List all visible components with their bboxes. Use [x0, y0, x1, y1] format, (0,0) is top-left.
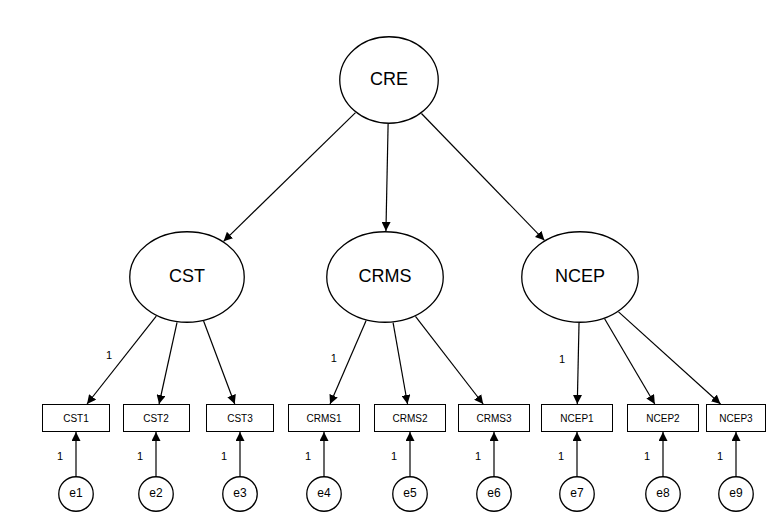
error-term: e5: [392, 476, 428, 512]
path-arrow: [323, 432, 324, 476]
node-label: CRMS1: [306, 413, 341, 424]
node-label: e6: [487, 487, 500, 500]
path-coefficient: 1: [105, 350, 113, 361]
indicator-box: CRMS1: [288, 404, 360, 432]
indicator-box: NCEP3: [706, 404, 766, 432]
latent-variable: CST: [129, 231, 245, 323]
node-label: NCEP3: [719, 413, 752, 424]
indicator-box: NCEP1: [541, 404, 613, 432]
path-arrow: [204, 321, 235, 404]
error-term: e7: [559, 476, 595, 512]
second-order-latent: CRE: [339, 36, 439, 124]
path-arrow: [87, 316, 156, 404]
node-label: e1: [69, 487, 82, 500]
path-arrow: [735, 432, 736, 476]
node-label: NCEP2: [646, 413, 679, 424]
path-arrow: [330, 321, 366, 404]
path-arrow: [605, 319, 655, 404]
path-coefficient: 1: [136, 451, 144, 462]
path-arrow: [239, 432, 240, 476]
error-term: e4: [306, 476, 342, 512]
path-coefficient: 1: [220, 451, 228, 462]
node-label: e8: [656, 487, 669, 500]
path-coefficient: 1: [56, 451, 64, 462]
path-arrow: [409, 432, 410, 476]
path-arrow: [619, 312, 721, 404]
error-term: e6: [476, 476, 512, 512]
path-coefficient: 1: [643, 451, 651, 462]
indicator-box: CST1: [42, 404, 110, 432]
path-coefficient: 1: [716, 451, 724, 462]
path-arrow: [577, 323, 579, 404]
latent-variable: CRMS: [326, 231, 444, 323]
path-arrow: [415, 316, 483, 404]
path-arrow: [662, 432, 663, 476]
path-coefficient: 1: [558, 354, 566, 365]
node-label: CST2: [143, 413, 169, 424]
node-label: CST1: [63, 413, 89, 424]
path-arrow: [393, 323, 407, 404]
path-coefficient: 1: [304, 451, 312, 462]
path-arrow: [159, 322, 177, 404]
path-coefficient: 1: [390, 451, 398, 462]
node-label: CST3: [227, 413, 253, 424]
path-coefficient: 1: [474, 451, 482, 462]
path-arrow: [386, 124, 388, 231]
node-label: e7: [570, 487, 583, 500]
node-label: NCEP: [555, 267, 605, 287]
error-term: e8: [645, 476, 681, 512]
node-label: e9: [729, 487, 742, 500]
node-label: e5: [403, 487, 416, 500]
path-coefficient: 1: [330, 353, 338, 364]
node-label: e3: [233, 487, 246, 500]
node-label: NCEP1: [560, 413, 593, 424]
latent-variable: NCEP: [521, 231, 639, 323]
indicator-box: CST3: [206, 404, 274, 432]
path-arrow: [576, 432, 577, 476]
node-label: CRMS3: [476, 413, 511, 424]
indicator-box: NCEP2: [627, 404, 699, 432]
path-arrow: [421, 113, 544, 240]
node-label: CRMS: [359, 267, 412, 287]
node-label: CRE: [370, 70, 408, 90]
node-label: CST: [169, 267, 205, 287]
path-arrow: [155, 432, 156, 476]
error-term: e1: [58, 476, 94, 512]
indicator-box: CRMS2: [374, 404, 446, 432]
node-label: e4: [317, 487, 330, 500]
node-label: CRMS2: [392, 413, 427, 424]
indicator-box: CST2: [123, 404, 190, 432]
path-arrow: [493, 432, 494, 476]
path-arrow: [75, 432, 76, 476]
error-term: e3: [222, 476, 258, 512]
path-coefficient: 1: [557, 451, 565, 462]
path-arrow: [224, 113, 356, 242]
indicator-box: CRMS3: [458, 404, 530, 432]
error-term: e9: [718, 476, 754, 512]
error-term: e2: [138, 476, 174, 512]
node-label: e2: [149, 487, 162, 500]
